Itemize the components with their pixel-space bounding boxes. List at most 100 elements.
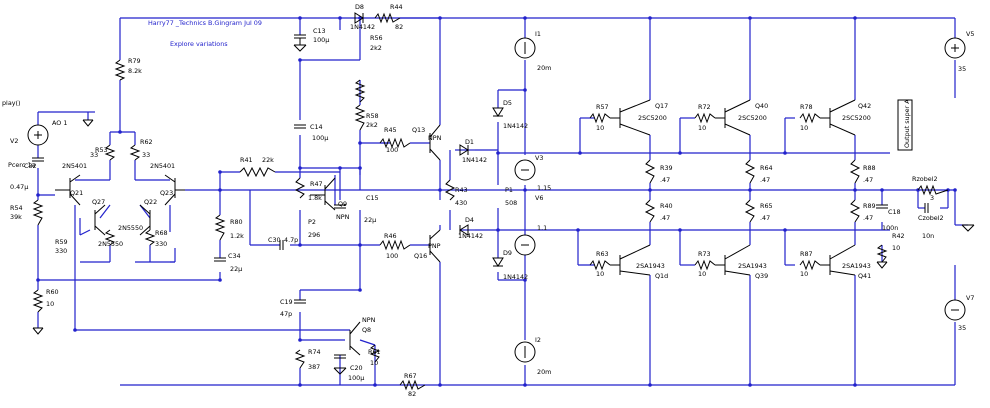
q39-type: 2SA1943 <box>738 262 767 270</box>
r53-value: 33 <box>90 151 98 159</box>
q27-label: Q27 <box>92 198 105 206</box>
q39-label: Q39 <box>755 272 768 280</box>
c34-label: C34 <box>228 252 241 260</box>
d8-type: 1N4142 <box>350 23 375 31</box>
r39-value: .47 <box>660 176 670 184</box>
r64-label: R64 <box>760 164 773 172</box>
q16-type: PNP <box>428 242 441 250</box>
r60-label: R60 <box>46 288 59 296</box>
v7-value: 35 <box>958 324 966 332</box>
r65-value: .47 <box>760 214 770 222</box>
r41-value: 22k <box>262 156 274 164</box>
r59-label: R59 <box>55 238 68 246</box>
r63-value: 10 <box>596 270 604 278</box>
q42-label: Q42 <box>858 102 871 110</box>
c19-label: C19 <box>280 298 293 306</box>
d5-label: D5 <box>503 99 512 107</box>
r39-label: R39 <box>660 164 673 172</box>
r88-label: R88 <box>863 164 876 172</box>
c34-value: 22µ <box>230 265 242 273</box>
v7-label: V7 <box>966 294 974 302</box>
r47-value: 1.8k <box>308 194 322 202</box>
q23-label: Q23 <box>160 189 173 197</box>
q13-type: NPN <box>428 134 442 142</box>
r58-value: 2k2 <box>366 121 378 129</box>
c30-label: C30 <box>268 236 281 244</box>
c20-label: C20 <box>350 364 363 372</box>
r47-label: R47 <box>310 180 323 188</box>
grounds <box>32 44 975 375</box>
d9-type: 1N4142 <box>503 273 528 281</box>
d4-label: D4 <box>465 216 474 224</box>
diodes <box>354 12 504 267</box>
q9-type: NPN <box>336 213 350 221</box>
r68-value: 330 <box>155 240 167 248</box>
d5-type: 1N4142 <box>503 122 528 130</box>
c15-label: C15 <box>366 194 379 202</box>
pcerc-label: Pcerc 1a <box>8 161 35 169</box>
q17-label: Q17 <box>655 102 668 110</box>
r89-label: R89 <box>863 202 876 210</box>
i1-value: 20m <box>537 64 551 72</box>
r45-label: R45 <box>384 126 397 134</box>
r63-label: R63 <box>596 250 609 258</box>
q22-type: 2N5550 <box>118 224 143 232</box>
c32-label: C32 <box>24 162 37 170</box>
resistors <box>32 12 949 391</box>
v6-label: V6 <box>535 194 543 202</box>
r72-value: 10 <box>698 124 706 132</box>
q17-type: 2SC5200 <box>638 114 667 122</box>
r67-value: 82 <box>408 390 416 398</box>
r74-label: R74 <box>308 348 321 356</box>
c14-label: C14 <box>310 123 323 131</box>
r59-value: 330 <box>55 247 67 255</box>
r73-value: 10 <box>698 270 706 278</box>
q9-label: Q9 <box>338 200 347 208</box>
component-labels: play() AO 1 V2 Pcerc 1a C32 0.47µ R54 39… <box>2 3 974 398</box>
r40-label: R40 <box>660 202 673 210</box>
r64-value: .47 <box>760 176 770 184</box>
r79-value: 8.2k <box>128 67 142 75</box>
q23-type: 2N5401 <box>150 162 175 170</box>
r73-label: R73 <box>698 250 711 258</box>
transistors <box>55 99 856 356</box>
q40-type: 2SC5200 <box>738 114 767 122</box>
r54-value: 39k <box>10 213 22 221</box>
r57-value: 10 <box>596 124 604 132</box>
c30-value: 4.7p <box>284 236 298 244</box>
r44-value: 82 <box>395 23 403 31</box>
capacitors <box>32 34 929 359</box>
c13-value: 100µ <box>313 36 329 44</box>
r58-label: R58 <box>366 112 379 120</box>
d8-label: D8 <box>355 3 364 11</box>
q13-label: Q13 <box>412 126 425 134</box>
c14-value: 100µ <box>312 134 328 142</box>
play-label: play() <box>2 99 21 107</box>
r57-label: R57 <box>596 103 609 111</box>
r46-value: 100 <box>386 252 398 260</box>
d9-label: D9 <box>503 249 512 257</box>
r74-value: 387 <box>308 363 320 371</box>
r54-label: R54 <box>10 204 23 212</box>
r65-label: R65 <box>760 202 773 210</box>
r88-value: .47 <box>863 176 873 184</box>
r43-value: 430 <box>455 199 467 207</box>
c18-value: 100n <box>882 224 898 232</box>
ao1-label: AO 1 <box>52 119 67 127</box>
v3-value: 1.15 <box>537 184 551 192</box>
rzobel-label: Rzobel2 <box>912 175 938 183</box>
q21-label: Q21 <box>70 189 83 197</box>
sources <box>27 37 966 363</box>
q1d-label: Q1d <box>655 272 668 280</box>
q16-label: Q16 <box>414 252 427 260</box>
q40-label: Q40 <box>755 102 768 110</box>
subtitle: Explore variations <box>170 40 228 48</box>
output-label: Output super A <box>903 99 911 148</box>
r42-label: R42 <box>892 232 905 240</box>
junction-dots <box>36 16 957 387</box>
q21-type: 2N5401 <box>62 162 87 170</box>
r87-label: R87 <box>800 250 813 258</box>
v6-value: 1.1 <box>537 224 547 232</box>
rzobel-value: 3 <box>930 194 934 202</box>
